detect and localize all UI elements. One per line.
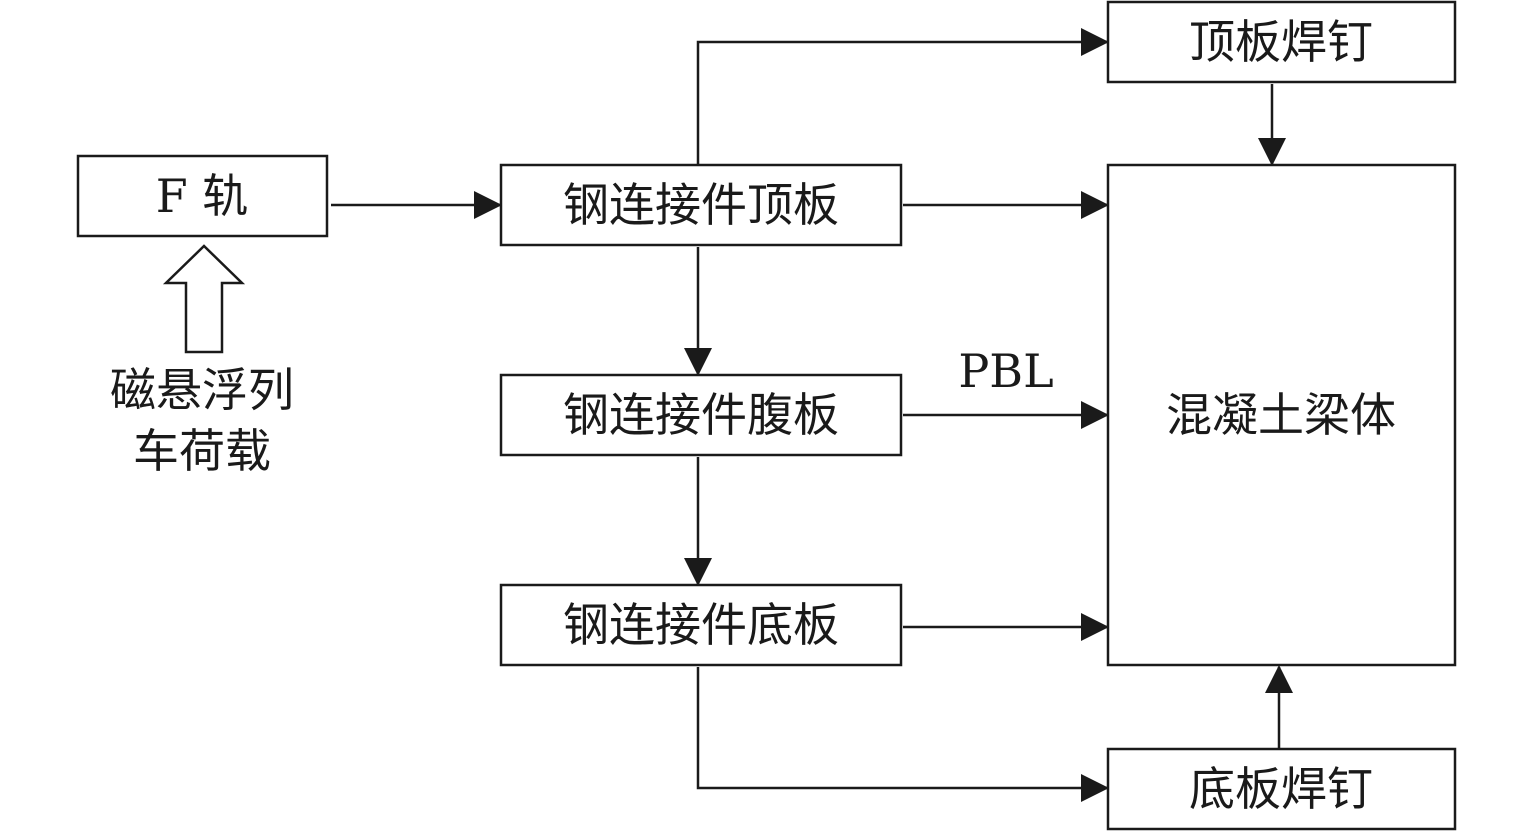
load-label-line-1: 磁悬浮列: [110, 363, 294, 417]
node-f-rail-label: F 轨: [156, 169, 249, 223]
arrow-steel-bottom-to-bottom-studs: [696, 667, 1109, 802]
node-top-plate-studs: 顶板焊钉: [1106, 0, 1457, 84]
node-steel-bottom-plate-label: 钢连接件底板: [563, 598, 839, 652]
node-top-plate-studs-label: 顶板焊钉: [1189, 15, 1373, 69]
node-steel-top-plate-label: 钢连接件顶板: [563, 178, 839, 232]
node-steel-bottom-plate: 钢连接件底板: [499, 583, 903, 667]
hollow-up-arrow-icon: [162, 244, 246, 354]
node-bottom-plate-studs-label: 底板焊钉: [1189, 762, 1373, 816]
arrow-steel-top-to-top-studs: [696, 28, 1109, 164]
node-concrete-beam-label: 混凝土梁体: [1166, 388, 1396, 442]
node-f-rail: F 轨: [76, 154, 329, 238]
node-steel-web-plate-label: 钢连接件腹板: [563, 388, 839, 442]
connectors: [331, 28, 1293, 802]
node-concrete-beam: 混凝土梁体: [1106, 163, 1457, 667]
node-steel-top-plate: 钢连接件顶板: [499, 163, 903, 247]
load-label-line-2: 车荷载: [133, 424, 271, 478]
load-input: 磁悬浮列 车荷载: [110, 244, 294, 478]
node-steel-web-plate: 钢连接件腹板: [499, 373, 903, 457]
pbl-label: PBL: [958, 344, 1053, 398]
node-bottom-plate-studs: 底板焊钉: [1106, 747, 1457, 831]
